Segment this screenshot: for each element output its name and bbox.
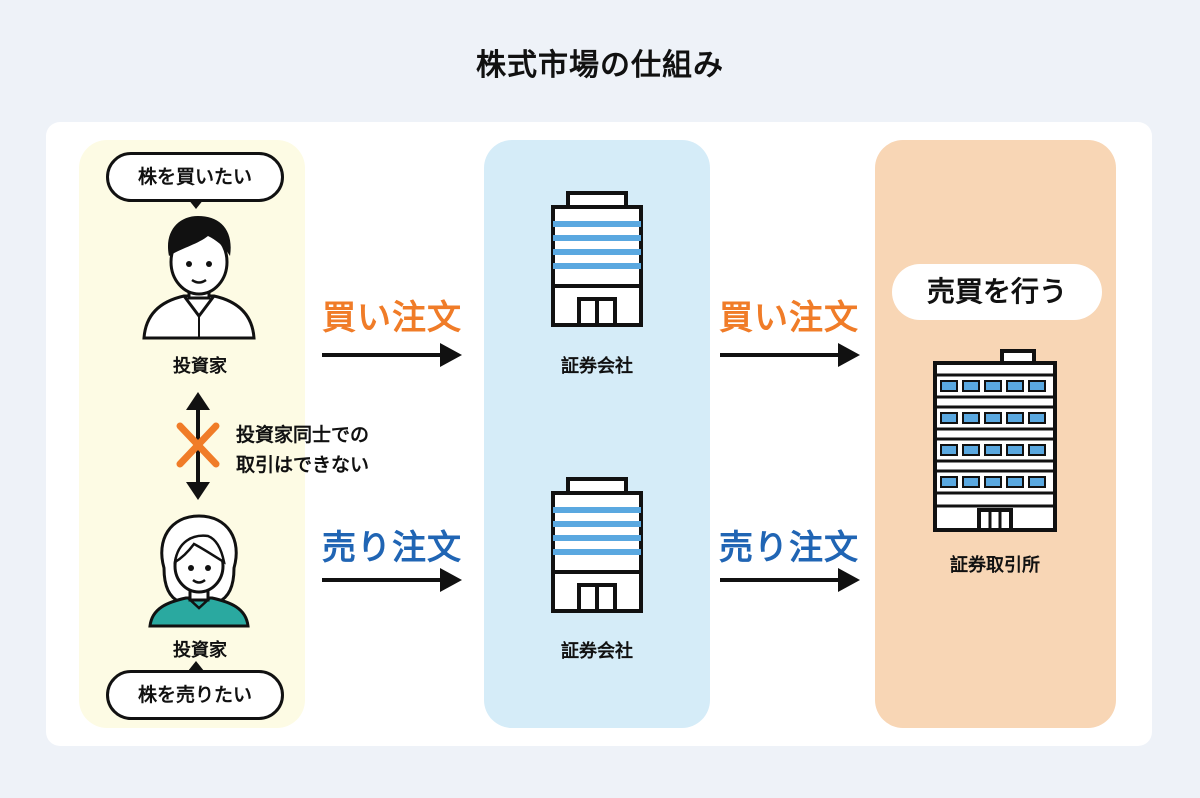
speech-bubble-sell: 株を売りたい xyxy=(106,670,284,720)
female-investor-icon xyxy=(148,514,250,628)
arrow-right-icon xyxy=(322,343,462,367)
blocked-exchange-arrow-icon xyxy=(176,392,220,500)
no-direct-trade-note: 投資家同士での 取引はできない xyxy=(236,420,369,480)
arrow-right-icon xyxy=(322,568,462,592)
exchange-action-label: 売買を行う xyxy=(892,264,1102,320)
speech-bubble-tail-icon xyxy=(188,199,204,209)
arrow-right-icon xyxy=(720,568,860,592)
page-title: 株式市場の仕組み xyxy=(476,48,724,83)
broker-label-bottom: 証券会社 xyxy=(561,641,633,662)
arrow-right-icon xyxy=(720,343,860,367)
investor-label-bottom: 投資家 xyxy=(173,640,227,661)
male-investor-icon xyxy=(142,216,256,340)
exchange-label: 証券取引所 xyxy=(950,555,1040,576)
speech-bubble-tail-icon xyxy=(188,661,204,671)
broker-label-top: 証券会社 xyxy=(561,356,633,377)
buy-order-label-right: 買い注文 xyxy=(719,298,859,338)
investor-label-top: 投資家 xyxy=(173,356,227,377)
sell-order-label-right: 売り注文 xyxy=(719,528,859,568)
stock-exchange-building-icon xyxy=(933,349,1057,532)
speech-bubble-buy: 株を買いたい xyxy=(106,152,284,202)
broker-building-icon xyxy=(551,477,643,613)
sell-order-label-left: 売り注文 xyxy=(322,528,462,568)
note-line-2: 取引はできない xyxy=(236,454,370,476)
buy-order-label-left: 買い注文 xyxy=(322,298,462,338)
note-line-1: 投資家同士での xyxy=(236,424,370,446)
broker-building-icon xyxy=(551,191,643,327)
